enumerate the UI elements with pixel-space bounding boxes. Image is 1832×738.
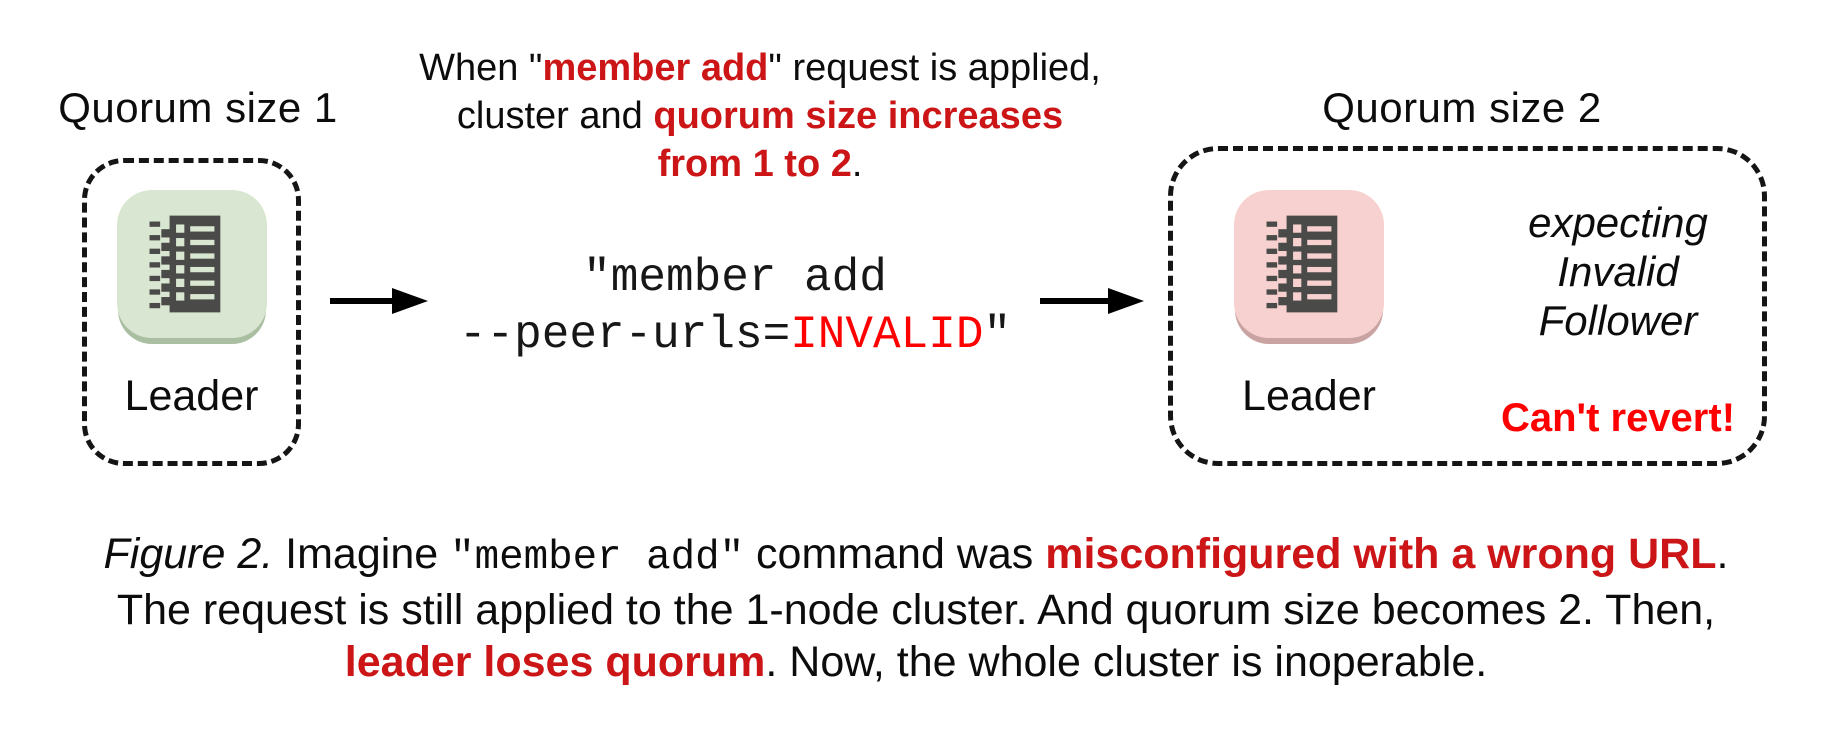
command-line-1: "member add — [583, 252, 887, 304]
left-cluster-title: Quorum size 1 — [58, 84, 338, 131]
expecting-follower-note: expecting Invalid Follower — [1468, 198, 1768, 345]
arrow-right-icon — [330, 288, 428, 314]
leader-node-green — [117, 190, 267, 338]
side-note-line-2: Invalid — [1557, 248, 1679, 295]
caption-code: "member add" — [450, 535, 745, 581]
caption-line-1: Figure 2. Imagine "member add" command w… — [103, 530, 1729, 581]
caption-line-2: The request is still applied to the 1-no… — [116, 586, 1716, 634]
member-add-command: "member add --peer-urls=INVALID" — [385, 250, 1085, 364]
left-node-label: Leader — [124, 372, 259, 420]
right-cluster-title: Quorum size 2 — [1322, 84, 1602, 131]
right-node-label: Leader — [1242, 372, 1376, 420]
note-line-2: cluster and quorum size increases — [456, 95, 1064, 137]
arrow-right-icon — [1040, 288, 1144, 314]
note-line-3: from 1 to 2. — [657, 143, 863, 185]
leader-node-pink — [1234, 190, 1384, 338]
member-add-note: When "member add" request is applied, cl… — [405, 44, 1115, 188]
ledger-icon — [1266, 215, 1338, 313]
caption-line-3: leader loses quorum. Now, the whole clus… — [344, 638, 1488, 686]
ledger-icon — [149, 215, 221, 313]
command-line-2: --peer-urls=INVALID" — [458, 309, 1012, 361]
side-note-line-1: expecting — [1528, 199, 1708, 246]
note-line-1: When "member add" request is applied, — [419, 47, 1101, 89]
figure-caption: Figure 2. Imagine "member add" command w… — [0, 528, 1832, 688]
right-cluster-box — [1168, 146, 1767, 466]
cant-revert-warning: Can't revert! — [1500, 396, 1736, 440]
side-note-line-3: Follower — [1538, 297, 1698, 344]
figure-label: Figure 2. — [103, 530, 274, 578]
